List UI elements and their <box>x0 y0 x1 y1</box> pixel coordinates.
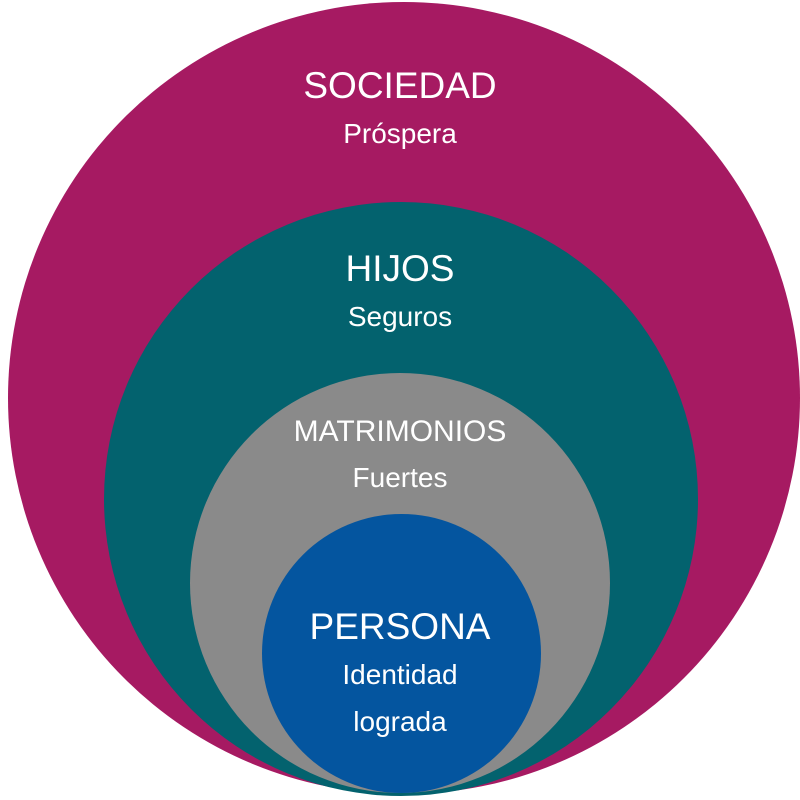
persona-title: PERSONA <box>309 606 491 647</box>
hijos-title: HIJOS <box>345 248 455 289</box>
matrimonios-title: MATRIMONIOS <box>293 415 507 448</box>
persona-subtitle-line2: lograda <box>353 706 447 737</box>
sociedad-subtitle: Próspera <box>343 118 457 149</box>
matrimonios-subtitle: Fuertes <box>352 462 448 493</box>
sociedad-title: SOCIEDAD <box>303 65 497 106</box>
persona-circle <box>262 514 541 793</box>
persona-subtitle-line1: Identidad <box>342 659 458 690</box>
hijos-subtitle: Seguros <box>347 301 453 332</box>
